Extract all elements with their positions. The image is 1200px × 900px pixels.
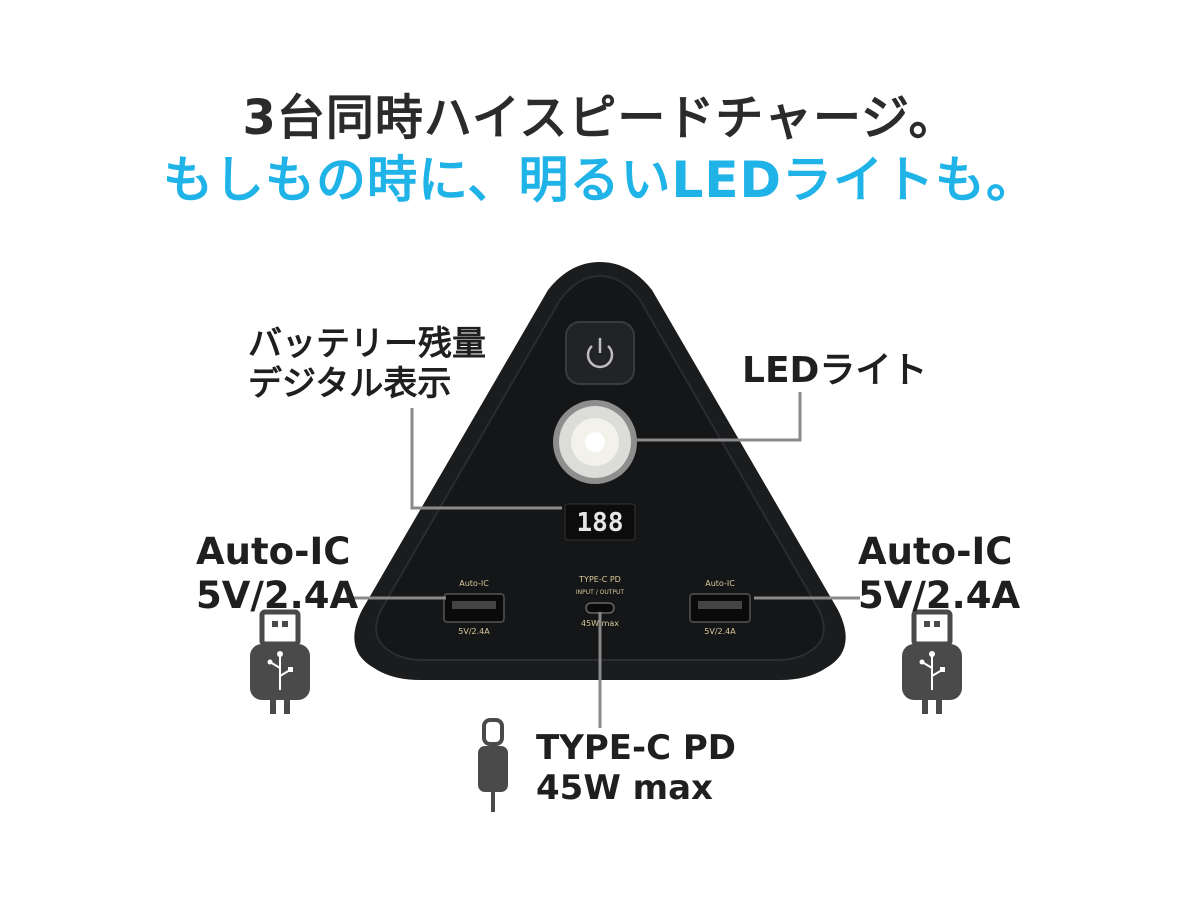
callout-battery-display-line1: バッテリー残量 <box>248 324 486 364</box>
battery-display: 188 <box>564 503 636 541</box>
callout-type-c: TYPE-C PD 45W max <box>536 728 736 808</box>
callout-left-usb-line2: 5V/2.4A <box>196 573 359 617</box>
usb-a-cable-icon <box>250 609 310 714</box>
led-light <box>553 400 637 484</box>
right-port-top-label: Auto-IC <box>705 579 735 588</box>
callout-battery-display: バッテリー残量 デジタル表示 <box>248 324 486 404</box>
callout-left-usb: Auto-IC 5V/2.4A <box>196 530 358 617</box>
right-port-bottom-label: 5V/2.4A <box>704 627 736 636</box>
callout-line-led <box>634 392 802 442</box>
battery-display-digits: 188 <box>577 508 624 538</box>
left-port-top-label: Auto-IC <box>459 579 489 588</box>
callout-left-usb-line1: Auto-IC <box>196 530 351 573</box>
center-port-top-label: TYPE-C PD <box>578 575 621 584</box>
power-icon <box>586 338 614 369</box>
callout-type-c-line1: TYPE-C PD <box>536 728 736 768</box>
callout-led-light: LEDライト <box>742 350 928 391</box>
callout-lines <box>346 392 860 728</box>
usb-a-cable-icon <box>902 609 962 714</box>
callout-battery-display-line2: デジタル表示 <box>248 364 452 405</box>
usb-port-right: Auto-IC 5V/2.4A <box>689 579 751 636</box>
center-port-mid-label: INPUT / OUTPUT <box>576 589 625 596</box>
usb-c-cable-icon <box>478 718 508 812</box>
callout-type-c-line2: 45W max <box>536 768 713 809</box>
headline-line1: 3台同時ハイスピードチャージ。 <box>242 90 958 146</box>
callout-right-usb: Auto-IC 5V/2.4A <box>858 530 1020 617</box>
headline-line2: もしもの時に、明るいLEDライトも。 <box>162 151 1038 209</box>
callout-right-usb-line1: Auto-IC <box>858 530 1013 573</box>
usb-port-left: Auto-IC 5V/2.4A <box>443 579 505 636</box>
callout-line-display <box>410 408 562 510</box>
power-button[interactable] <box>565 321 635 385</box>
callout-right-usb-line2: 5V/2.4A <box>858 573 1021 617</box>
left-port-bottom-label: 5V/2.4A <box>458 627 490 636</box>
